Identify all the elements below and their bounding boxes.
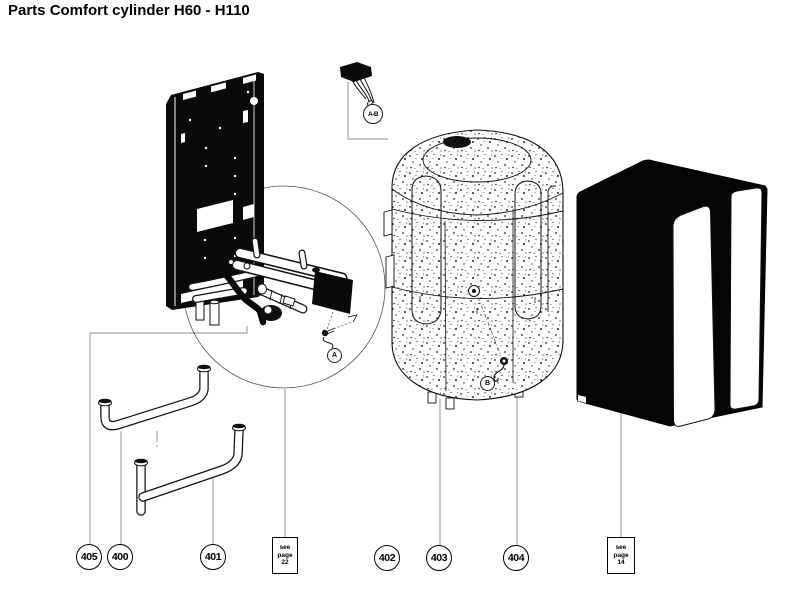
callout-403[interactable]: 403 xyxy=(426,545,452,571)
ref22-line3: 22 xyxy=(281,559,289,567)
callout-402[interactable]: 402 xyxy=(374,545,400,571)
ref14-line2: page xyxy=(613,551,629,559)
connection-pipe-lower xyxy=(134,423,246,516)
insulated-cylinder xyxy=(383,129,564,410)
leader-lines xyxy=(89,82,622,545)
see-page-22-ref[interactable]: see page 22 xyxy=(272,537,298,574)
callout-a: A xyxy=(327,348,342,363)
callout-404[interactable]: 404 xyxy=(503,545,529,571)
connection-pipe-upper xyxy=(98,364,211,431)
sensor-part-a xyxy=(321,329,329,337)
callout-405[interactable]: 405 xyxy=(76,544,102,570)
wiring-connector xyxy=(340,62,375,106)
panel-cutout-large xyxy=(197,200,233,232)
ref22-line2: page xyxy=(277,551,293,559)
callout-400[interactable]: 400 xyxy=(107,544,133,570)
callout-401[interactable]: 401 xyxy=(200,544,226,570)
leader-405 xyxy=(89,326,248,544)
page-title: Parts Comfort cylinder H60 - H110 xyxy=(8,2,250,19)
top-cap xyxy=(443,136,471,148)
panel-hole xyxy=(250,97,258,105)
control-box xyxy=(312,271,353,314)
casing-panel-left xyxy=(672,205,716,427)
sensor-part-b xyxy=(493,357,508,382)
ref22-line1: see xyxy=(279,543,291,551)
panel-cutout-small xyxy=(243,204,254,220)
see-page-14-ref[interactable]: see page 14 xyxy=(607,537,635,574)
ref14-line3: 14 xyxy=(617,559,625,567)
front-casing xyxy=(576,159,768,427)
callout-b: B xyxy=(480,376,495,391)
callout-ab: A-B xyxy=(363,104,383,124)
leader-connector xyxy=(347,82,388,140)
hydraulic-assembly xyxy=(188,237,358,349)
ref14-line1: see xyxy=(615,543,627,551)
casing-panel-right xyxy=(729,187,763,410)
